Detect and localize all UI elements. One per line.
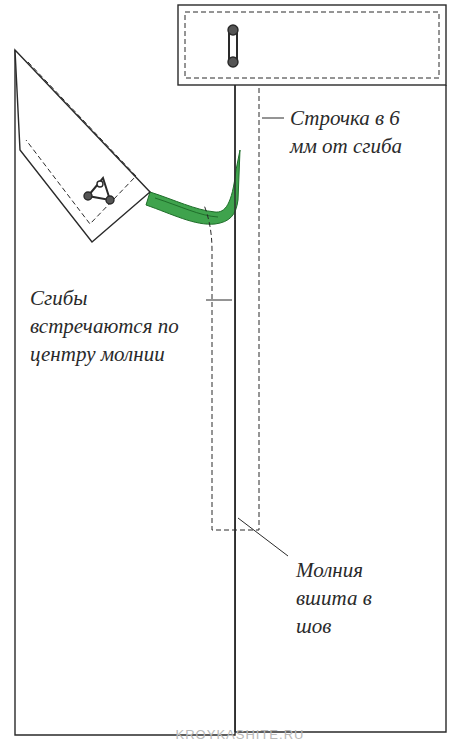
leader-line: [206, 300, 232, 301]
waistband-stitching: [185, 12, 439, 78]
right-panel: [235, 85, 446, 732]
centre-seam: [234, 85, 235, 732]
waistband-flap: [15, 50, 150, 242]
callout-label: Строчка в 6 мм от сгиба: [290, 104, 410, 160]
zipper-stitching: [204, 88, 259, 530]
leader-line: [238, 518, 288, 556]
left-panel: [15, 50, 235, 735]
hook-eye: [228, 25, 238, 67]
flap-stitching: [26, 62, 136, 224]
callout-label: Сгибы встречаются по центру молнии: [30, 284, 208, 368]
zipper-teeth: [155, 198, 218, 217]
zipper-tape: [146, 150, 240, 224]
leader-line: [262, 118, 284, 119]
watermark: KROYKASHITE.RU: [140, 727, 340, 742]
waistband: [178, 5, 446, 85]
hook-eye: [84, 178, 114, 204]
callout-label: Молния вшита в шов: [296, 556, 406, 640]
